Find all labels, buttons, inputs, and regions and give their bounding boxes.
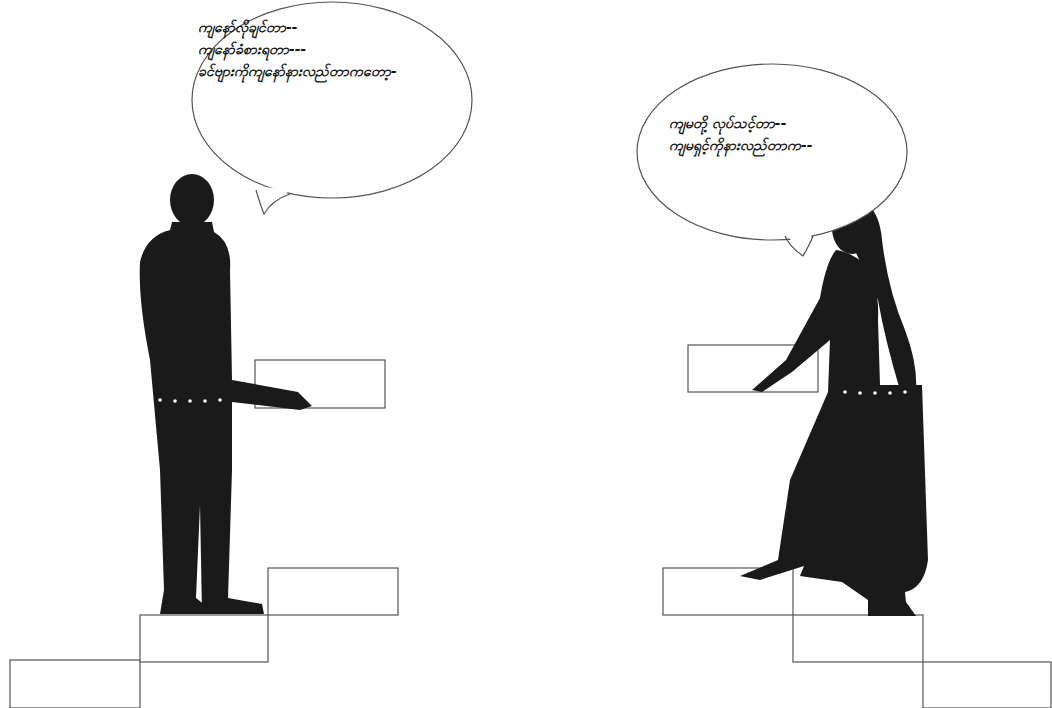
speech-bubble: ကျနော်လိုချင်တာ--ကျနော်ခံစားရတာ---ခင်ဗျာ… [190, 0, 475, 212]
woman-silhouette [740, 201, 928, 616]
stair-step [140, 615, 268, 662]
speech-line: ကျမတို့ လုပ်သင့်တာ-- [669, 112, 910, 134]
speech-line: ကျနော်ခံစားရတာ--- [198, 38, 475, 60]
speech-line: ကျမရှင့်ကိုနားလည်တာက-- [669, 134, 910, 156]
belt-dots [158, 398, 222, 403]
speech-line: ကျနော်လိုချင်တာ-- [198, 16, 475, 38]
stair-step [268, 568, 398, 615]
man-silhouette [140, 174, 312, 614]
bubble-outline [635, 60, 910, 255]
belt-dots [843, 390, 907, 395]
speech-line: ခင်ဗျားကိုကျနော်နားလည်တာကတော့- [198, 60, 475, 82]
stair-step [10, 660, 140, 708]
speech-bubble: ကျမတို့ လုပ်သင့်တာ--ကျမရှင့်ကိုနားလည်တာက… [635, 60, 910, 255]
stair-step [793, 615, 923, 662]
stair-step [923, 662, 1051, 708]
